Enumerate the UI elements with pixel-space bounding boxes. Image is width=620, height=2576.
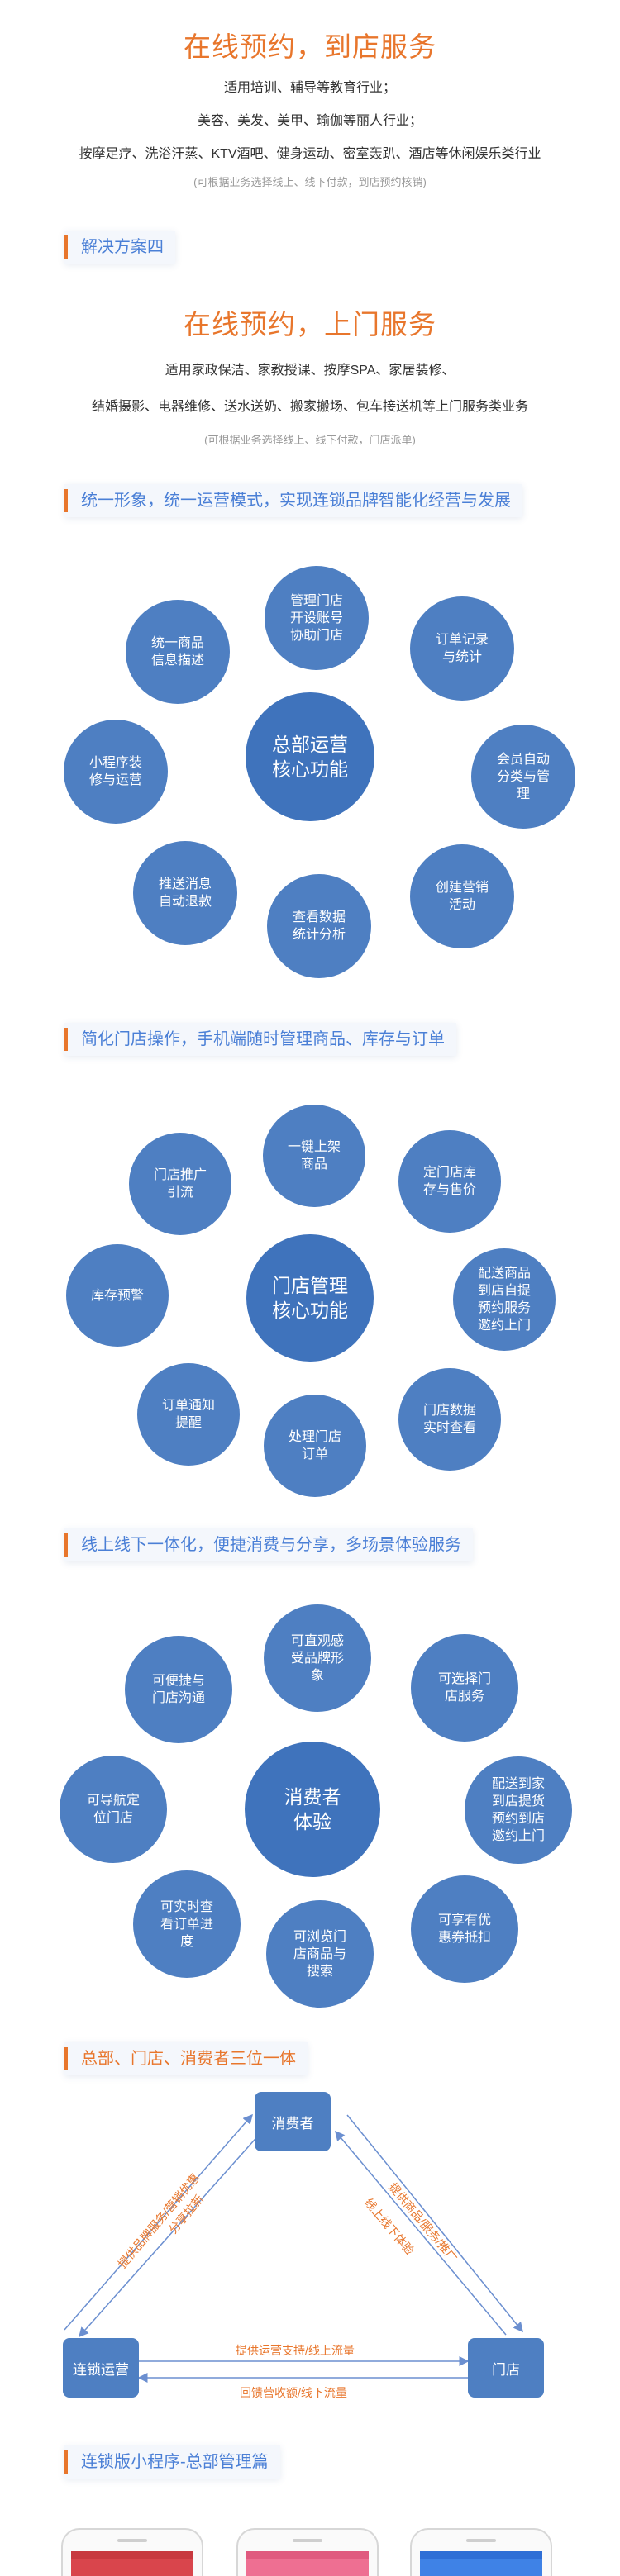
section3-title: 在线预约，到店服务 [184, 31, 436, 62]
phone-speaker [117, 2539, 147, 2542]
hq-item-circle: 小程序装 修与运营 [64, 720, 168, 824]
arrow-consumer-to-store [346, 2114, 523, 2333]
arrow-hq-to-consumer [64, 2113, 253, 2331]
hq-item-circle: 统一商品 信息描述 [126, 600, 230, 704]
store-item-circle: 门店推广 引流 [129, 1133, 231, 1235]
store-item-circle: 订单通知 提醒 [137, 1363, 240, 1466]
store-core-circle: 门店管理 核心功能 [246, 1234, 374, 1362]
consumer-item-circle: 可浏览门 店商品与 搜索 [266, 1900, 374, 2008]
phone-speaker [293, 2539, 322, 2542]
phone-status-bar [246, 2551, 369, 2559]
phone-mockup [61, 2528, 203, 2576]
hq-core-circle: 总部运营 核心功能 [246, 692, 374, 821]
consumer-item-circle: 可实时查 看订单进 度 [133, 1870, 241, 1978]
store-item-circle: 处理门店 订单 [264, 1395, 366, 1497]
wheel1-tag: 统一形象，统一运营模式，实现连锁品牌智能化经营与发展 [64, 484, 522, 517]
consumer-item-circle: 可选择门 店服务 [411, 1634, 518, 1742]
phone-speaker [466, 2539, 496, 2542]
section3-line-3: 按摩足疗、洗浴汗蒸、KTV酒吧、健身运动、密室轰趴、酒店等休闲娱乐类行业 [79, 147, 541, 161]
consumer-experience-wheel: 消费者 体验 可直观感 受品牌形 象 可选择门 店服务 配送到家 到店提货 预约… [0, 1593, 620, 2014]
hq-function-wheel: 总部运营 核心功能 管理门店 开设账号 协助门店 订单记录 与统计 会员自动 分… [0, 545, 620, 978]
store-node: 门店 [468, 2338, 544, 2398]
wheel2-tag: 简化门店操作，手机端随时管理商品、库存与订单 [64, 1023, 456, 1056]
phone-status-bar [420, 2551, 542, 2559]
consumer-item-circle: 可直观感 受品牌形 象 [264, 1604, 371, 1712]
consumer-item-circle: 可导航定 位门店 [60, 1756, 167, 1863]
section4-tag: 解决方案四 [64, 231, 175, 264]
phone-screen [420, 2551, 542, 2576]
section3-line-2: 美容、美发、美甲、瑜伽等丽人行业； [197, 114, 422, 128]
hq-item-circle: 订单记录 与统计 [410, 596, 514, 701]
hq-item-circle: 创建营销 活动 [410, 844, 514, 948]
phone-status-bar [71, 2551, 193, 2559]
phone-nav-bar [420, 2559, 542, 2576]
phone-mockup [410, 2528, 552, 2576]
store-item-circle: 库存预警 [66, 1244, 169, 1347]
arrow-store-to-consumer [335, 2130, 507, 2336]
chain-tag: 连锁版小程序-总部管理篇 [64, 2445, 280, 2479]
store-item-circle: 定门店库 存与售价 [398, 1130, 501, 1233]
consumer-item-circle: 可享有优 惠券抵扣 [411, 1875, 518, 1983]
phone-screen [71, 2551, 193, 2576]
phone-previews [0, 2528, 620, 2576]
section4-note: (可根据业务选择线上、线下付款，门店派单) [204, 434, 416, 446]
phone-nav-bar [71, 2559, 193, 2576]
phone-mockup [236, 2528, 379, 2576]
store-item-circle: 一键上架 商品 [263, 1105, 365, 1207]
consumer-core-circle: 消费者 体验 [245, 1742, 380, 1877]
bottom-bottom-label: 回馈营收额/线下流量 [240, 2386, 347, 2399]
arrow-consumer-to-hq [79, 2132, 261, 2338]
triangle-tag: 总部、门店、消费者三位一体 [64, 2042, 308, 2075]
consumer-item-circle: 可便捷与 门店沟通 [125, 1636, 232, 1743]
bottom-top-label: 提供运营支持/线上流量 [236, 2344, 355, 2357]
store-item-circle: 门店数据 实时查看 [398, 1368, 501, 1471]
phone-nav-bar [246, 2559, 369, 2576]
hq-item-circle: 查看数据 统计分析 [267, 874, 371, 978]
hq-item-circle: 推送消息 自动退款 [133, 841, 237, 945]
section4-title: 在线预约，上门服务 [184, 309, 436, 340]
wheel3-tag: 线上线下一体化，便捷消费与分享，多场景体验服务 [64, 1528, 473, 1561]
section3-note: (可根据业务选择线上、线下付款，到店预约核销) [193, 176, 427, 188]
hq-node: 连锁运营 [63, 2338, 139, 2398]
store-function-wheel: 门店管理 核心功能 一键上架 商品 定门店库 存与售价 配送商品 到店自提 预约… [0, 1082, 620, 1497]
phone-screen [246, 2551, 369, 2576]
section4-line-1: 适用家政保洁、家教授课、按摩SPA、家居装修、 [165, 364, 455, 378]
consumer-node: 消费者 [255, 2092, 331, 2151]
section3-line-1: 适用培训、辅导等教育行业； [223, 81, 396, 95]
triangle-arrows [64, 2113, 523, 2383]
three-party-diagram: 消费者 连锁运营 门店 提供品牌服务/营销优惠 分享拉新 提供商品/服务/推广 … [0, 2090, 620, 2421]
hq-item-circle: 管理门店 开设账号 协助门店 [265, 566, 369, 670]
store-item-circle: 配送商品 到店自提 预约服务 邀约上门 [453, 1248, 556, 1351]
consumer-item-circle: 配送到家 到店提货 预约到店 邀约上门 [465, 1756, 572, 1864]
hq-item-circle: 会员自动 分类与管 理 [471, 725, 575, 829]
section4-line-2: 结婚摄影、电器维修、送水送奶、搬家搬场、包车接送机等上门服务类业务 [91, 400, 528, 414]
